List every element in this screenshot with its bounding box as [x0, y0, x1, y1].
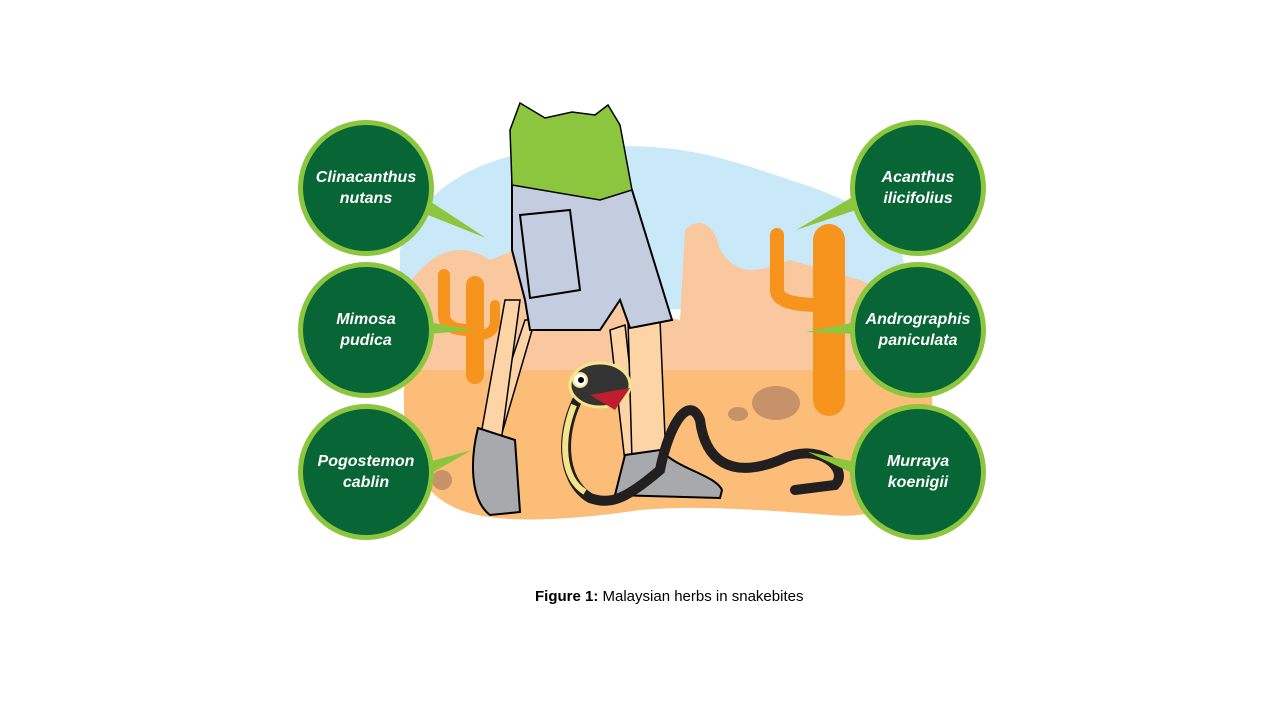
- cactus-right: [770, 224, 845, 416]
- herb-name: Mimosa: [336, 311, 396, 328]
- herb-bubble-murraya-koenigii: Murraya koenigii: [850, 404, 986, 540]
- figure-caption: Figure 1: Malaysian herbs in snakebites: [535, 588, 803, 605]
- herb-name: nutans: [339, 190, 393, 207]
- herb-bubble-mimosa-pudica: Mimosa pudica: [298, 262, 434, 398]
- caption-text: Malaysian herbs in snakebites: [598, 588, 804, 605]
- shoe-left: [472, 426, 522, 517]
- snake-pupil: [578, 377, 584, 383]
- rock: [432, 470, 452, 490]
- snake-mouth: [590, 388, 630, 410]
- herb-name: Clinacanthus: [315, 169, 417, 186]
- rock: [728, 407, 748, 421]
- herb-name: pudica: [340, 332, 392, 349]
- herb-bubble-andrographis-paniculata: Andrographis paniculata: [850, 262, 986, 398]
- herb-bubble-pogostemon-cablin: Pogostemon cablin: [298, 404, 434, 540]
- shorts-pocket: [518, 208, 582, 300]
- rock: [752, 386, 800, 420]
- herb-name: Pogostemon: [317, 453, 415, 470]
- herb-name: ilicifolius: [883, 190, 953, 207]
- shirt: [509, 101, 633, 201]
- herb-name: koenigii: [887, 474, 949, 491]
- snake-belly: [562, 403, 587, 495]
- callout-pointers: [428, 195, 856, 475]
- herb-bubble-clinacanthus-nutans: Clinacanthus nutans: [298, 120, 434, 256]
- herb-name: Murraya: [886, 453, 950, 470]
- herb-name: cablin: [342, 474, 390, 491]
- herb-name: paniculata: [878, 332, 958, 349]
- herb-name: Andrographis: [865, 311, 971, 328]
- herb-name: Acanthus: [881, 169, 955, 186]
- caption-label: Figure 1:: [535, 588, 599, 605]
- herb-bubble-acanthus-ilicifolius: Acanthus ilicifolius: [850, 120, 986, 256]
